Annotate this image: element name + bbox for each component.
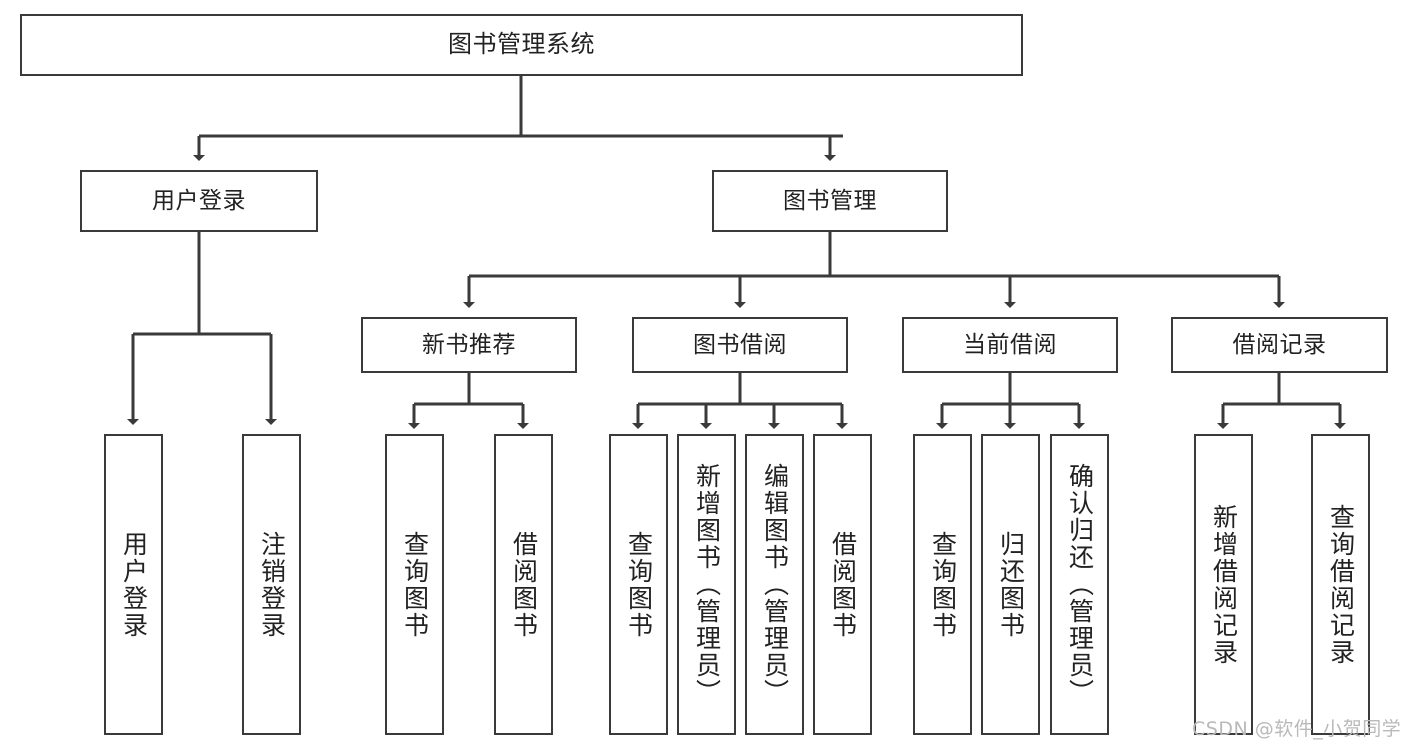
node-label: 查询图书: [624, 530, 654, 639]
node-user-login[interactable]: 用户登录: [80, 170, 318, 232]
leaf-query-book-current[interactable]: 查询图书: [913, 434, 972, 735]
node-book-management-system[interactable]: 图书管理系统: [20, 14, 1023, 76]
leaf-borrow-book-recommend[interactable]: 借阅图书: [494, 434, 553, 735]
node-label: 用户登录: [152, 187, 246, 214]
node-label: 确认归还（管理员）: [1065, 463, 1095, 706]
leaf-borrow-book[interactable]: 借阅图书: [813, 434, 872, 735]
leaf-edit-book-admin[interactable]: 编辑图书（管理员）: [745, 434, 804, 735]
node-new-book-recommend[interactable]: 新书推荐: [361, 317, 577, 373]
node-book-borrow[interactable]: 图书借阅: [632, 317, 848, 373]
leaf-user-login[interactable]: 用户登录: [104, 434, 163, 735]
node-label: 图书借阅: [693, 331, 787, 358]
node-label: 注销登录: [257, 530, 287, 639]
node-label: 借阅图书: [509, 530, 539, 639]
leaf-query-book-borrow[interactable]: 查询图书: [609, 434, 668, 735]
leaf-add-borrow-record[interactable]: 新增借阅记录: [1194, 434, 1253, 735]
node-current-borrow[interactable]: 当前借阅: [902, 317, 1118, 373]
node-label: 查询图书: [400, 530, 430, 639]
node-label: 归还图书: [996, 530, 1026, 639]
node-label: 查询借阅记录: [1326, 503, 1356, 666]
node-label: 新书推荐: [422, 331, 516, 358]
node-label: 当前借阅: [963, 331, 1057, 358]
node-label: 借阅图书: [828, 530, 858, 639]
node-label: 图书管理系统: [448, 30, 595, 59]
leaf-add-book-admin[interactable]: 新增图书（管理员）: [677, 434, 736, 735]
leaf-return-book[interactable]: 归还图书: [981, 434, 1040, 735]
node-label: 新增借阅记录: [1209, 503, 1239, 666]
leaf-query-borrow-record[interactable]: 查询借阅记录: [1311, 434, 1370, 735]
csdn-watermark: CSDN @软件_小贺同学: [1192, 718, 1402, 740]
leaf-logout-login[interactable]: 注销登录: [242, 434, 301, 735]
node-label: 编辑图书（管理员）: [760, 463, 790, 706]
node-label: 新增图书（管理员）: [692, 463, 722, 706]
leaf-query-book-recommend[interactable]: 查询图书: [385, 434, 444, 735]
node-label: 用户登录: [119, 530, 149, 639]
node-label: 图书管理: [783, 187, 877, 214]
node-label: 借阅记录: [1232, 331, 1327, 358]
node-label: 查询图书: [928, 530, 958, 639]
node-borrow-records[interactable]: 借阅记录: [1171, 317, 1388, 373]
node-book-management[interactable]: 图书管理: [712, 170, 948, 232]
leaf-confirm-return-admin[interactable]: 确认归还（管理员）: [1050, 434, 1109, 735]
